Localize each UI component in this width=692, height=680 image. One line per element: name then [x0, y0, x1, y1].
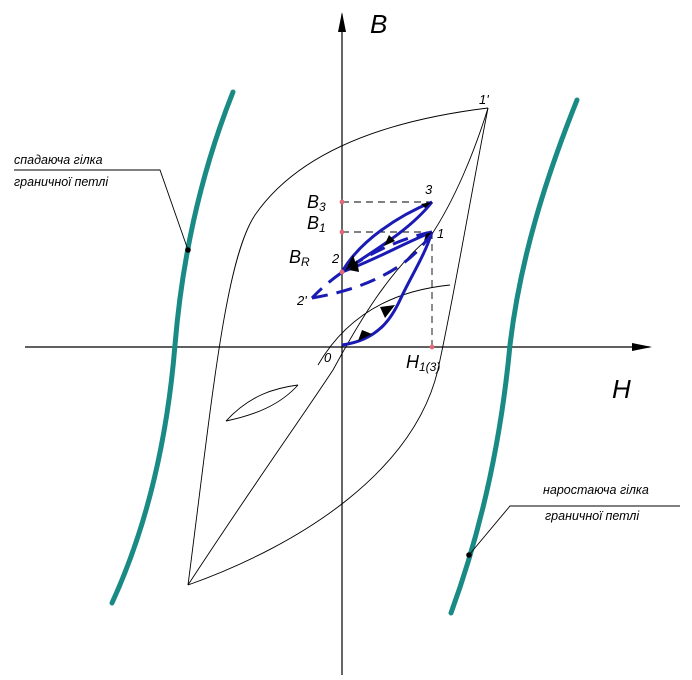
ascending-boundary-branch	[448, 97, 580, 616]
b1-marker	[339, 229, 345, 235]
minor-curve-2prime-to-1-lower	[311, 231, 434, 300]
descending-boundary-branch	[109, 89, 236, 606]
ascending-branch-annotation-line1: наростаюча гілка	[543, 483, 649, 497]
inner-loop-lower	[225, 384, 299, 422]
h-axis-label: H	[612, 374, 631, 404]
direction-arrow-1	[358, 330, 372, 341]
descending-branch-annotation-line1: спадаюча гілка	[14, 153, 103, 167]
descending-branch-annotation-line2: граничної петлі	[14, 175, 109, 189]
br-marker	[339, 269, 345, 275]
br-label: BR	[289, 247, 310, 269]
direction-arrow-7	[349, 260, 359, 272]
direction-arrow-5	[421, 202, 432, 208]
major-loop-upper-branch	[187, 107, 489, 586]
b-axis-label: B	[370, 9, 387, 39]
minor-curve-1-to-2prime-upper	[310, 230, 433, 300]
direction-arrow-4	[384, 235, 395, 246]
point-3-label: 3	[425, 182, 433, 197]
initial-magnetization-curve	[187, 107, 489, 586]
point-2-label: 2	[331, 251, 340, 266]
inner-loop-upper	[317, 284, 451, 366]
descending-leader-line	[14, 169, 189, 251]
direction-arrow-6	[424, 232, 432, 241]
ascending-leader-line	[468, 505, 680, 556]
b1-label: B1	[307, 213, 326, 235]
inner-loop-lower-2	[225, 384, 299, 422]
h13-marker	[429, 344, 435, 350]
direction-arrow-3	[345, 255, 356, 271]
direction-arrow-2	[380, 305, 395, 318]
point-1-label: 1	[437, 226, 444, 241]
major-loop-lower-branch	[187, 107, 489, 586]
point-1-prime-label: 1'	[479, 92, 489, 107]
b3-label: B3	[307, 192, 326, 214]
ascending-branch-annotation-line2: граничної петлі	[545, 509, 640, 523]
minor-curve-0-to-1	[341, 231, 434, 347]
origin-label: 0	[324, 350, 332, 365]
h13-label: H1(3)	[406, 352, 440, 374]
b3-marker	[339, 199, 345, 205]
point-2-prime-label: 2'	[296, 293, 307, 308]
minor-curve-2-to-3	[340, 200, 433, 273]
